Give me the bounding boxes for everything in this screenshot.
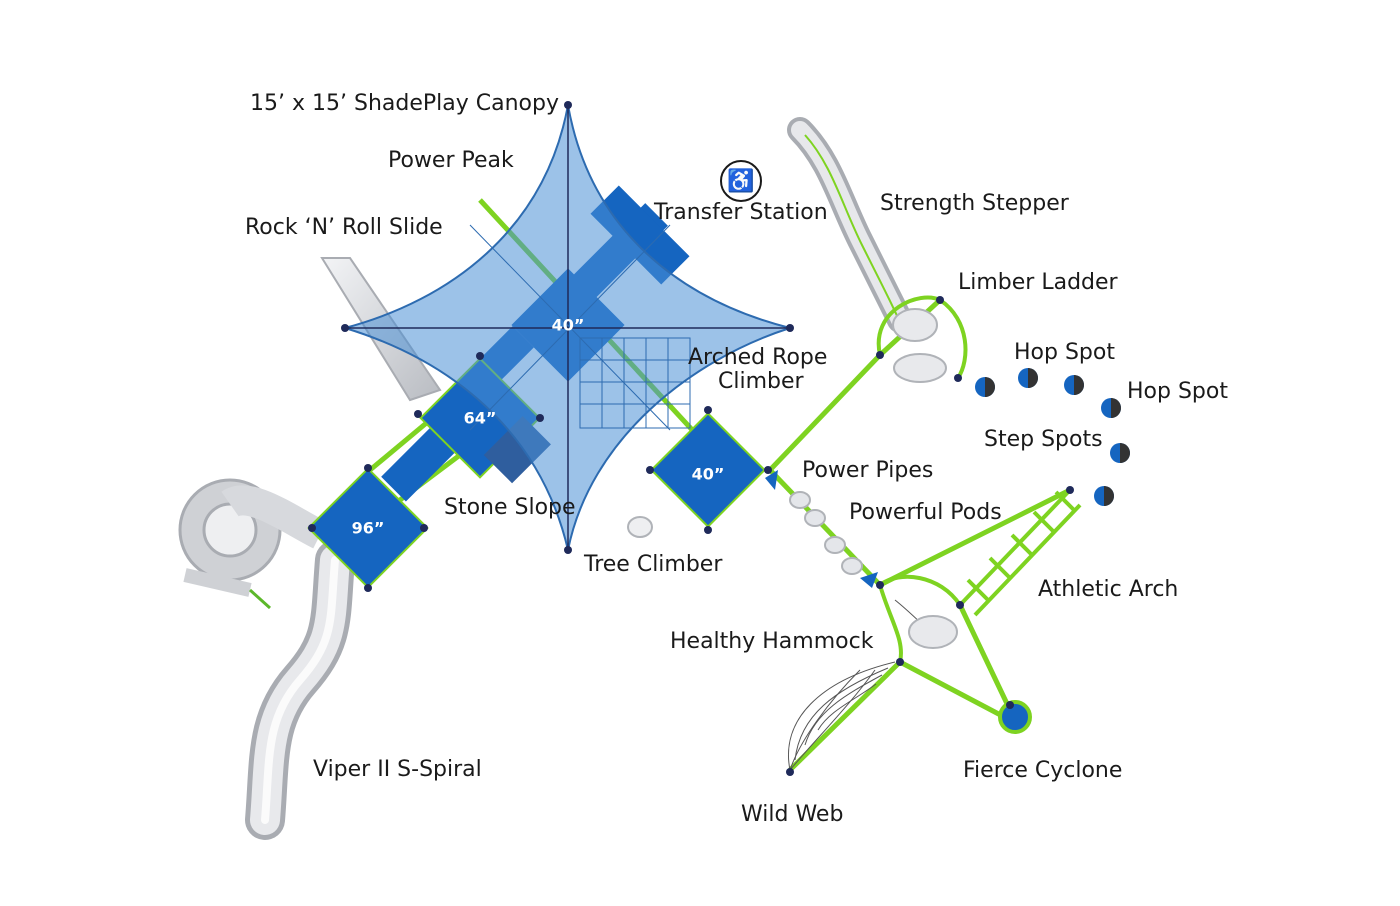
athletic-arch <box>958 488 1082 617</box>
label-power-peak: Power Peak <box>388 148 514 173</box>
powerful-pods <box>789 491 863 575</box>
wheelchair-icon: ♿ <box>720 160 762 202</box>
shadeplay-canopy <box>341 104 794 551</box>
triangle-markers <box>765 470 878 588</box>
label-athletic-arch: Athletic Arch <box>1038 577 1179 602</box>
label-stone-slope: Stone Slope <box>444 495 576 520</box>
label-tree-climber: Tree Climber <box>584 552 723 577</box>
label-arched-rope-climber-line1: Arched Rope <box>688 345 828 370</box>
fierce-cyclone <box>998 700 1032 734</box>
wild-web <box>788 661 896 771</box>
strength-stepper <box>787 117 913 333</box>
label-transfer-station: Transfer Station <box>654 200 828 225</box>
label-viper-s-spiral: Viper II S-Spiral <box>313 757 482 782</box>
label-strength-stepper: Strength Stepper <box>880 191 1069 216</box>
label-fierce-cyclone: Fierce Cyclone <box>963 758 1123 783</box>
label-step-spots: Step Spots <box>984 427 1103 452</box>
label-powerful-pods: Powerful Pods <box>849 500 1002 525</box>
label-rock-n-roll-slide: Rock ‘N’ Roll Slide <box>245 215 443 240</box>
deck-96 <box>307 467 429 589</box>
posts <box>308 101 1074 776</box>
label-wild-web: Wild Web <box>741 802 844 827</box>
label-healthy-hammock: Healthy Hammock <box>670 629 874 654</box>
deck-label-left: 96” <box>351 518 385 538</box>
tree-climber <box>627 516 653 538</box>
label-hop-spot-2: Hop Spot <box>1127 379 1228 404</box>
deck-label-top: 40” <box>551 315 585 335</box>
hop-spots <box>975 368 1130 506</box>
healthy-hammock <box>878 574 962 663</box>
label-canopy: 15’ x 15’ ShadePlay Canopy <box>250 91 559 116</box>
deck-label-right: 40” <box>691 464 725 484</box>
arched-rope-climber <box>579 337 691 429</box>
deck-40-right <box>650 412 766 528</box>
label-hop-spot-1: Hop Spot <box>1014 340 1115 365</box>
label-limber-ladder: Limber Ladder <box>958 270 1118 295</box>
label-power-pipes: Power Pipes <box>802 458 934 483</box>
label-arched-rope-climber-line2: Climber <box>718 369 804 394</box>
limber-ladder <box>876 295 968 383</box>
deck-label-mid: 64” <box>463 408 497 428</box>
